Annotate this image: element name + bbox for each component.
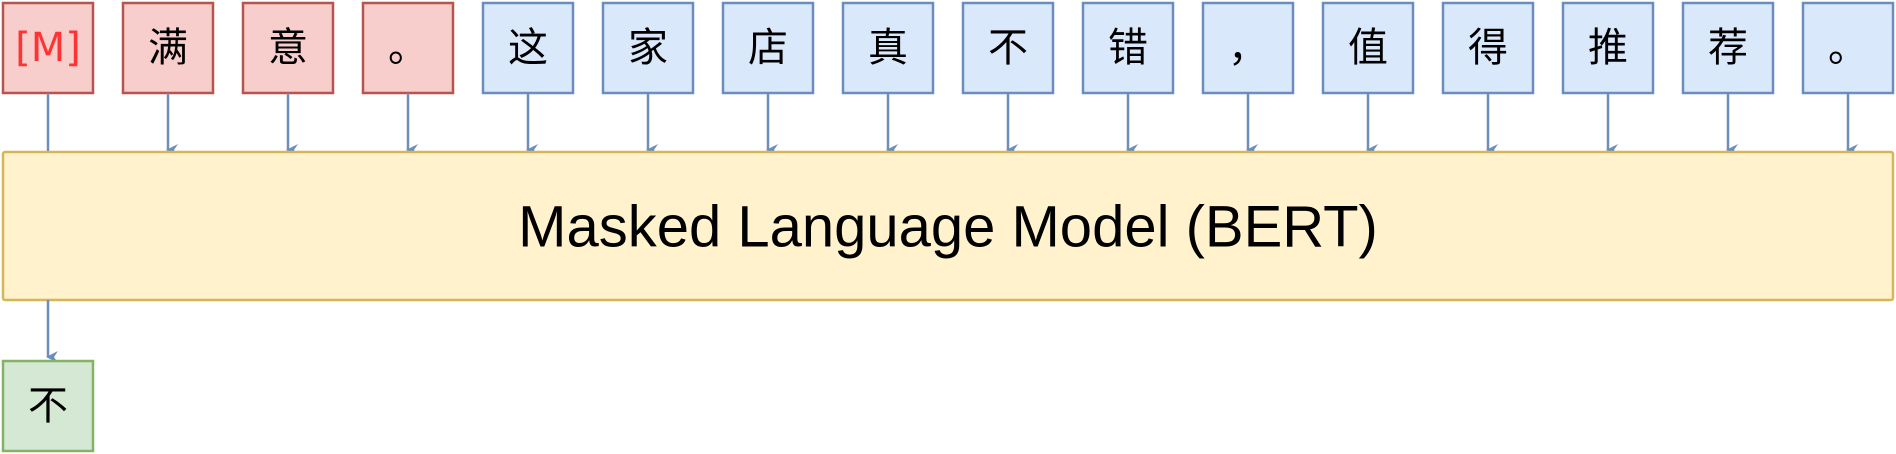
token-box <box>1801 1 1895 95</box>
token-11: 值 <box>1321 1 1415 95</box>
token-0: [M] <box>1 1 95 95</box>
token-5: 家 <box>601 1 695 95</box>
token-14: 荐 <box>1681 1 1775 95</box>
token-12: 得 <box>1441 1 1535 95</box>
token-10: ， <box>1201 1 1295 95</box>
arrow-layer <box>46 93 1858 156</box>
token-3: 。 <box>361 1 455 95</box>
output-token-text: 不 <box>28 383 68 429</box>
token-8: 不 <box>961 1 1055 95</box>
token-text: 店 <box>748 25 788 71</box>
token-text: 意 <box>268 25 308 71</box>
token-text: 错 <box>1108 25 1148 71</box>
token-text: 。 <box>388 25 428 71</box>
token-box <box>1201 1 1295 95</box>
token-text: 家 <box>628 25 668 71</box>
output-token-box <box>1 359 95 453</box>
token-4: 这 <box>481 1 575 95</box>
token-1: 满 <box>121 1 215 95</box>
model-box <box>1 150 1895 302</box>
token-text: 真 <box>868 25 908 71</box>
token-box <box>1 1 95 95</box>
token-box <box>121 1 215 95</box>
token-6: 店 <box>721 1 815 95</box>
token-text: 推 <box>1588 25 1628 71</box>
token-text: 这 <box>508 25 548 71</box>
token-box <box>1081 1 1175 95</box>
token-text: 值 <box>1348 25 1388 71</box>
token-text: 。 <box>1828 25 1868 71</box>
token-7: 真 <box>841 1 935 95</box>
token-2: 意 <box>241 1 335 95</box>
model-label: Masked Language Model (BERT) <box>518 195 1378 260</box>
token-text: 荐 <box>1708 25 1748 71</box>
token-13: 推 <box>1561 1 1655 95</box>
output-block: 不 <box>1 300 95 453</box>
token-text: 满 <box>148 25 188 71</box>
token-text: [M] <box>15 25 81 71</box>
token-15: 。 <box>1801 1 1895 95</box>
token-text: 不 <box>988 25 1028 71</box>
token-9: 错 <box>1081 1 1175 95</box>
token-text: ， <box>1228 25 1268 71</box>
token-box <box>361 1 455 95</box>
token-row: [M] 满 意 。 这 家 店 真 不 错 ， 值 得 推 荐 。 <box>1 1 1895 95</box>
token-box <box>1561 1 1655 95</box>
model-block: Masked Language Model (BERT) <box>1 150 1895 302</box>
token-box <box>1321 1 1415 95</box>
token-text: 得 <box>1468 25 1508 71</box>
token-box <box>841 1 935 95</box>
token-box <box>601 1 695 95</box>
